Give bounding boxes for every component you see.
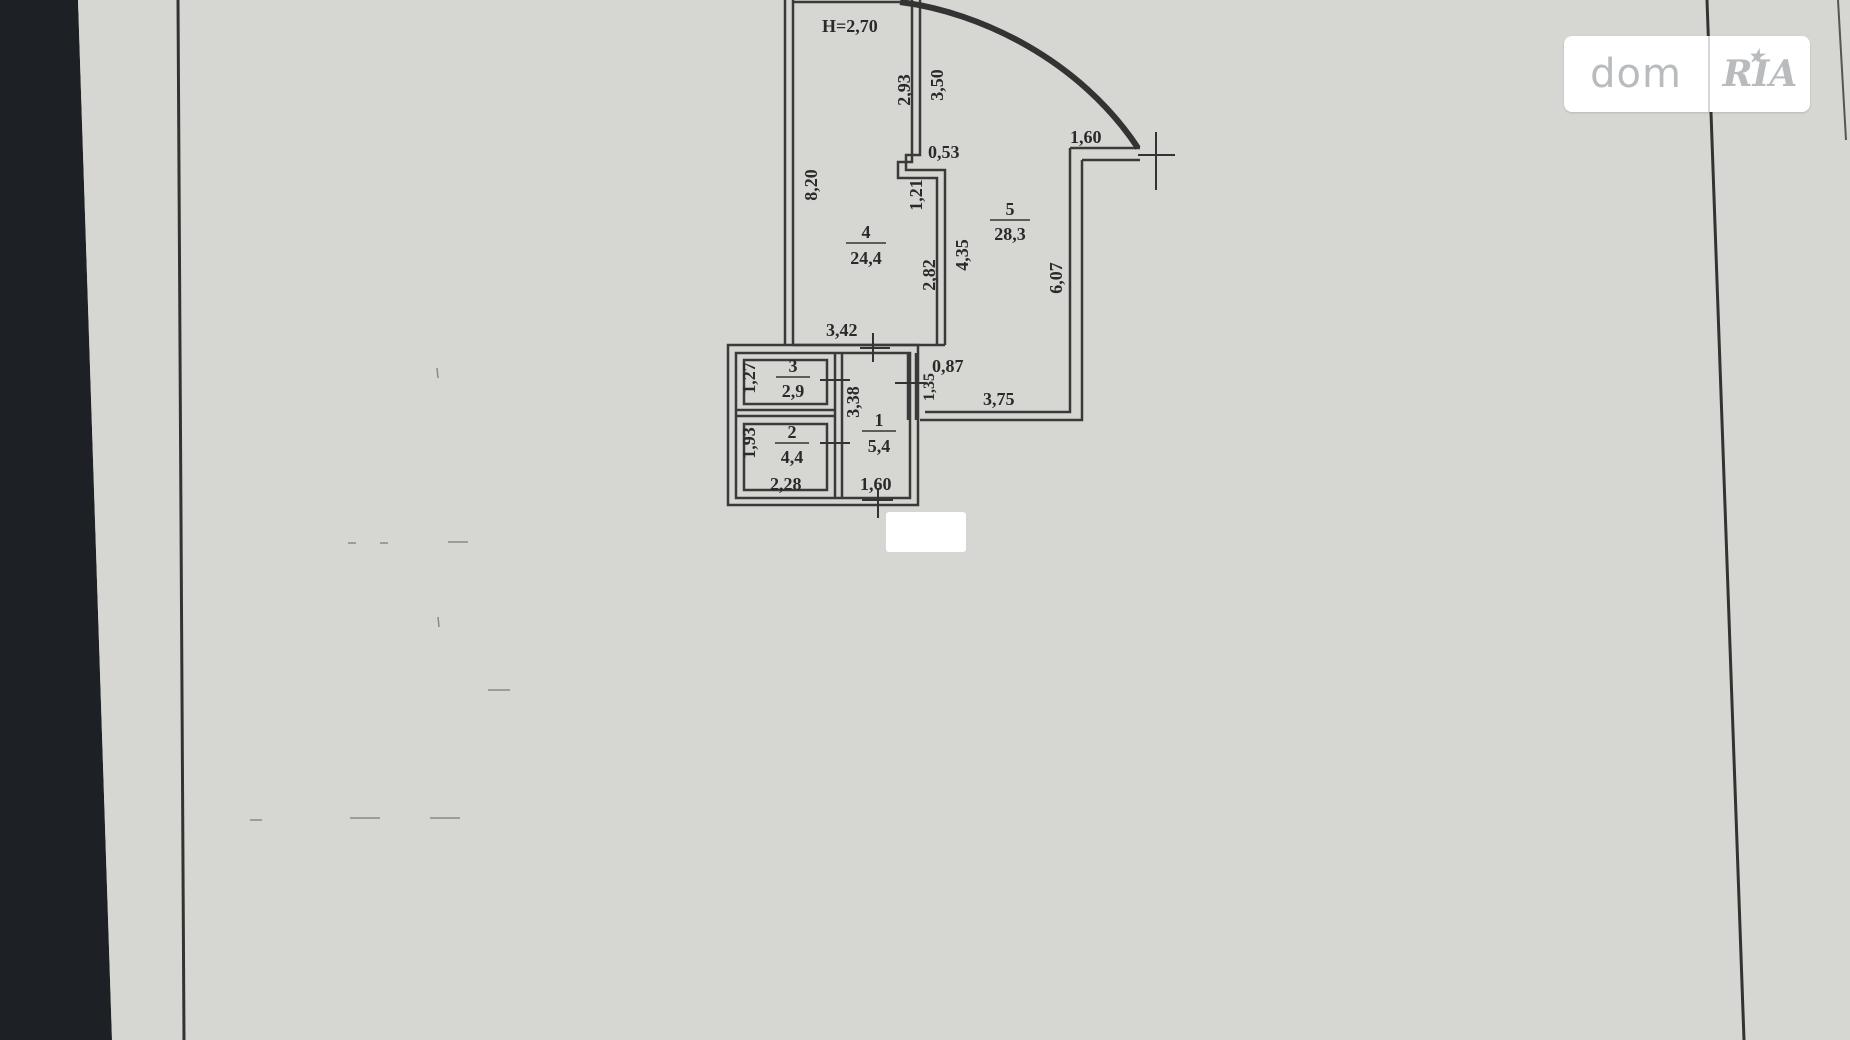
room-1-area: 5,4: [868, 436, 891, 456]
height-label: H=2,70: [822, 16, 878, 36]
dim-2-82: 2,82: [919, 259, 939, 291]
scan-specks: [250, 367, 510, 821]
plan-walls: [726, 0, 1140, 507]
room-2-area: 4,4: [781, 447, 804, 467]
frame-right-line: [1705, 0, 1746, 1040]
room-1-number: 1: [875, 410, 884, 430]
dim-2-93: 2,93: [894, 74, 914, 106]
room-2-label: 2 4,4: [775, 422, 809, 467]
room-4-number: 4: [862, 222, 871, 242]
dim-2-28: 2,28: [770, 474, 802, 494]
redaction-patch: [886, 512, 966, 552]
room-2-number: 2: [788, 422, 797, 442]
room-5-number: 5: [1006, 199, 1015, 219]
watermark-divider: [1708, 36, 1710, 112]
dim-3-50: 3,50: [927, 69, 947, 101]
dimension-labels: 8,20 2,93 3,50 0,53 1,21 4,35 2,82 3,42 …: [739, 69, 1102, 494]
room-4-area: 24,4: [850, 248, 882, 268]
watermark-ria-text: ★ RIA: [1710, 36, 1810, 112]
dim-1-35: 1,35: [921, 373, 938, 401]
dim-0-87: 0,87: [932, 356, 964, 376]
room-5-area: 28,3: [994, 224, 1026, 244]
dim-3-75: 3,75: [983, 389, 1015, 409]
frame-left-line: [176, 0, 186, 1040]
room-3-number: 3: [789, 356, 798, 376]
ceiling-height-text: H=2,70: [822, 16, 878, 36]
room-4-label: 4 24,4: [846, 222, 886, 268]
balcony-arc: [899, 0, 1141, 150]
watermark-dom-text: dom: [1590, 51, 1682, 97]
dim-0-53: 0,53: [928, 142, 960, 162]
dark-background-edge: [0, 0, 112, 1040]
dim-1-93: 1,93: [739, 427, 759, 459]
dim-4-35: 4,35: [952, 239, 972, 271]
dim-3-42: 3,42: [826, 320, 858, 340]
star-icon: ★: [1748, 46, 1765, 67]
room-5-label: 5 28,3: [990, 199, 1030, 244]
frame-right-outer-line: [1837, 0, 1847, 141]
dim-6-07: 6,07: [1046, 262, 1066, 294]
domria-watermark: dom ★ RIA: [1564, 36, 1810, 112]
dim-1-60-bottom: 1,60: [860, 474, 892, 494]
dim-1-21: 1,21: [906, 179, 926, 211]
dim-1-60-top: 1,60: [1070, 127, 1102, 147]
room-1-label: 1 5,4: [862, 410, 896, 456]
dim-8-20: 8,20: [801, 169, 821, 201]
room-3-label: 3 2,9: [776, 356, 810, 401]
room-3-area: 2,9: [782, 381, 805, 401]
tick-marks: [820, 132, 1175, 518]
watermark-ria-label: RIA: [1722, 53, 1798, 95]
dim-3-38: 3,38: [843, 386, 863, 418]
dim-1-27: 1,27: [739, 362, 759, 394]
